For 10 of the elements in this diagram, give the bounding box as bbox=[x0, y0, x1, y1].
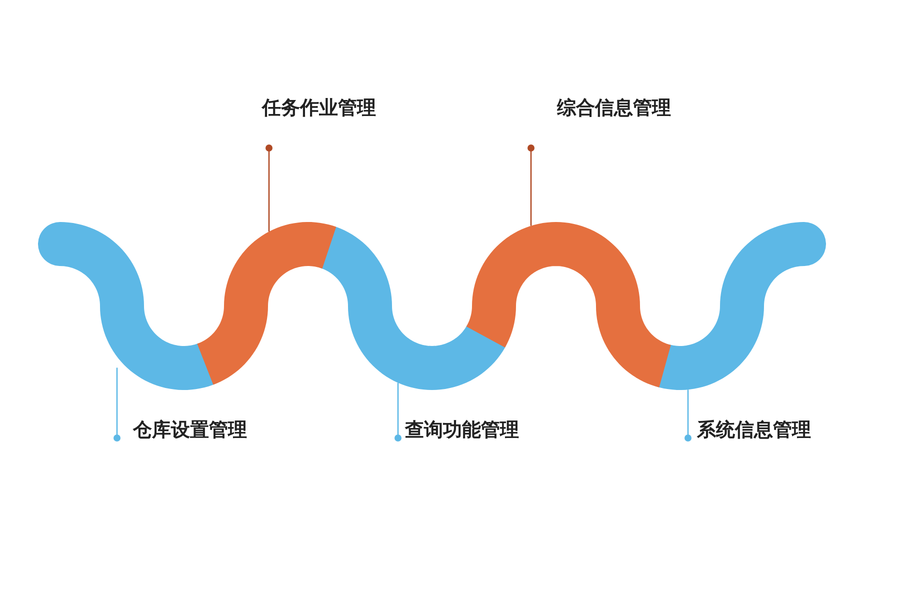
module-label: 任务作业管理 bbox=[262, 96, 376, 120]
leader-line bbox=[684, 390, 692, 442]
leader-line bbox=[394, 382, 402, 442]
leader-line bbox=[528, 144, 534, 226]
module-label: 仓库设置管理 bbox=[133, 418, 247, 442]
module-label: 系统信息管理 bbox=[697, 418, 811, 442]
leader-line bbox=[114, 368, 120, 442]
module-label: 查询功能管理 bbox=[405, 418, 519, 442]
leader-line bbox=[266, 144, 272, 232]
module-label: 综合信息管理 bbox=[557, 96, 671, 120]
